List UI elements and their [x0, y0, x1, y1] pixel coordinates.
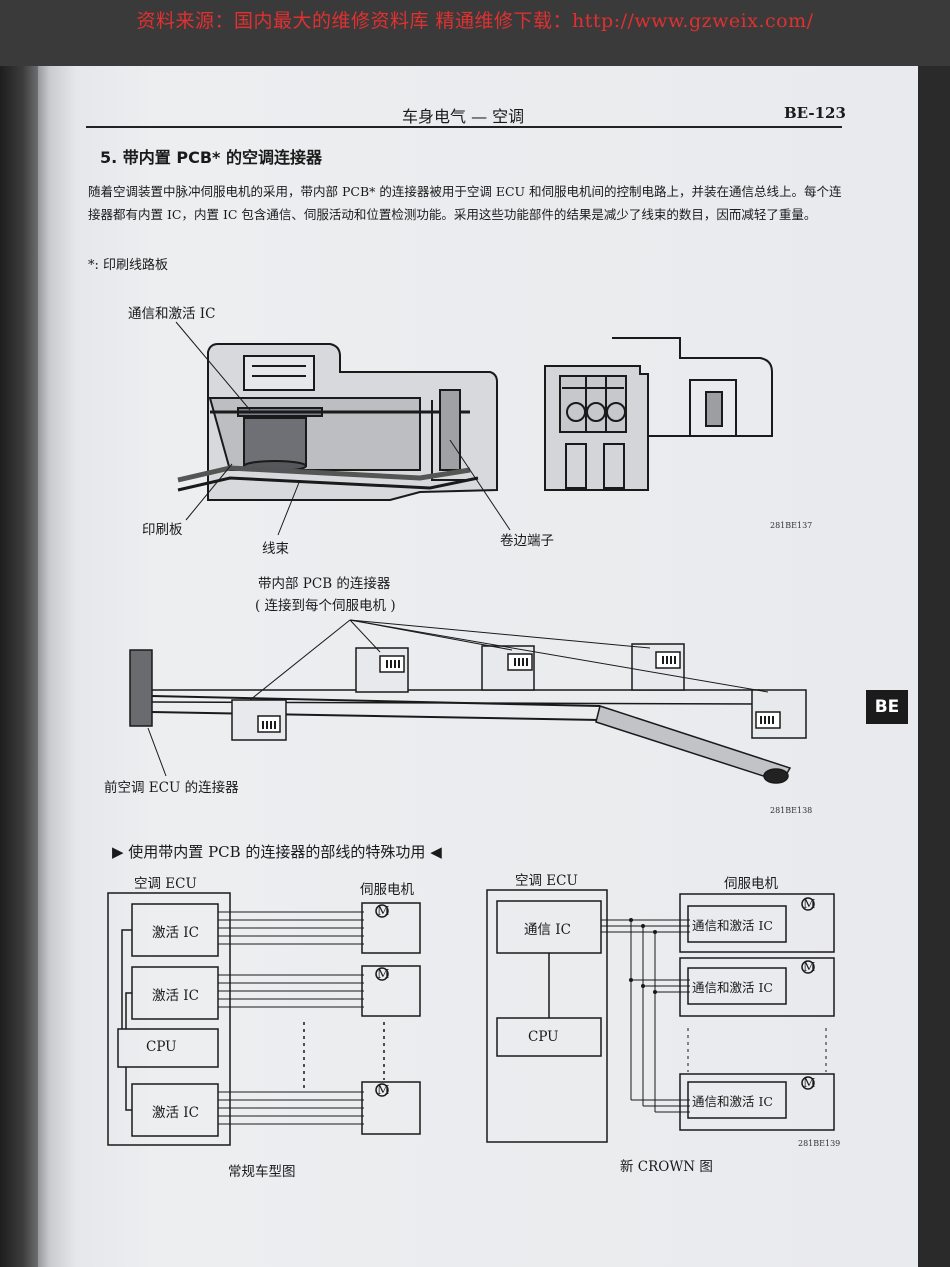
- motor-symbols: M M M M M M: [377, 897, 815, 1097]
- comparison-title: ▶ 使用带内置 PCB 的连接器的部线的特殊功用 ◀: [112, 843, 442, 861]
- left-caption: 常规车型图: [228, 1164, 296, 1180]
- footnote: *: 印刷线路板: [88, 258, 169, 273]
- top-banner: 资料来源：国内最大的维修资料库 精通维修下载：http://www.gzweix…: [0, 0, 950, 66]
- label-crimp-terminal: 卷边端子: [500, 533, 554, 549]
- book-spine: [0, 66, 38, 1267]
- figure-code-3: 281BE139: [798, 1139, 841, 1148]
- motor-symbol-m: M: [803, 960, 815, 974]
- section-paragraph: 随着空调装置中脉冲伺服电机的采用，带内部 PCB* 的连接器被用于空调 ECU …: [88, 184, 842, 222]
- section-tab-be: BE: [866, 690, 908, 724]
- figure-code-2: 281BE138: [770, 806, 813, 815]
- motor-symbol-m: M: [803, 897, 815, 911]
- left-ic-label-2: 激活 IC: [152, 988, 199, 1004]
- left-ecu-label: 空调 ECU: [134, 876, 197, 892]
- left-ic-label-3: 激活 IC: [152, 1105, 199, 1121]
- motor-symbol-m: M: [377, 967, 389, 981]
- right-servo-label: 伺服电机: [724, 876, 778, 892]
- right-servo-ic-label-2: 通信和激活 IC: [692, 980, 773, 995]
- label-pcb-connector-note: ( 连接到每个伺服电机 ): [255, 598, 396, 614]
- page-header-title: 车身电气 — 空调: [402, 107, 525, 126]
- right-comm-ic-label: 通信 IC: [524, 922, 571, 938]
- label-comm-ic: 通信和激活 IC: [128, 306, 216, 322]
- watermark-text: 资料来源：国内最大的维修资料库 精通维修下载：http://www.gzweix…: [136, 10, 814, 32]
- section-title: 5. 带内置 PCB* 的空调连接器: [100, 148, 322, 167]
- left-cpu-label: CPU: [146, 1039, 177, 1055]
- label-pcb-connector: 带内部 PCB 的连接器: [258, 576, 391, 592]
- left-ic-label-1: 激活 IC: [152, 925, 199, 941]
- label-harness: 线束: [262, 541, 289, 557]
- label-pcb: 印刷板: [142, 522, 183, 538]
- motor-symbol-m: M: [377, 1083, 389, 1097]
- right-ecu-label: 空调 ECU: [515, 873, 578, 889]
- left-servo-label: 伺服电机: [360, 882, 414, 898]
- motor-symbol-m: M: [377, 904, 389, 918]
- header-rule: [86, 126, 842, 128]
- right-servo-ic-label-3: 通信和激活 IC: [692, 1094, 773, 1109]
- page-number: BE-123: [784, 104, 846, 122]
- motor-symbol-m: M: [803, 1076, 815, 1090]
- figure-code-1: 281BE137: [770, 521, 813, 530]
- right-cpu-label: CPU: [528, 1029, 559, 1045]
- right-servo-ic-label-1: 通信和激活 IC: [692, 918, 773, 933]
- label-ecu-connector: 前空调 ECU 的连接器: [104, 780, 239, 796]
- right-caption: 新 CROWN 图: [620, 1159, 713, 1175]
